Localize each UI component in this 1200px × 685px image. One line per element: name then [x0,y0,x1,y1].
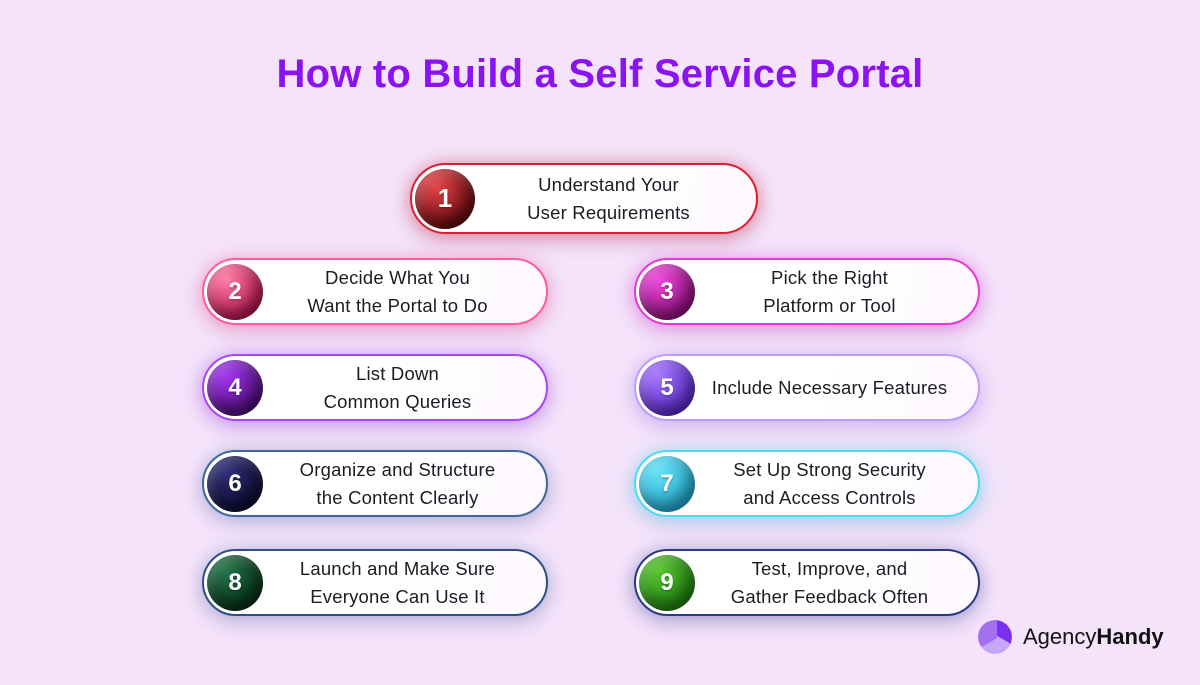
step-number-badge: 6 [207,455,263,512]
step-number: 9 [660,568,674,596]
step-number-badge: 9 [639,554,695,611]
step-pill-6: 6 Organize and Structure the Content Cle… [202,450,548,517]
step-number-badge: 5 [639,359,695,416]
step-number: 5 [660,373,674,401]
brand-name: AgencyHandy [1023,624,1164,649]
step-label: Set Up Strong Security and Access Contro… [733,458,926,508]
step-number-badge: 4 [207,359,263,416]
step-number-badge: 7 [639,455,695,512]
step-number: 1 [437,183,453,213]
step-pill-3: 3 Pick the Right Platform or Tool [634,258,980,325]
step-number-badge: 2 [207,263,263,320]
step-pill-5: 5 Include Necessary Features [634,354,980,421]
step-number: 8 [228,568,242,596]
step-label: Decide What You Want the Portal to Do [307,266,488,316]
step-number: 4 [228,373,242,401]
step-pill-7: 7 Set Up Strong Security and Access Cont… [634,450,980,517]
step-label: Test, Improve, and Gather Feedback Often [730,557,929,607]
agencyhandy-swirl-icon [978,620,1012,654]
step-number-badge: 1 [415,168,475,229]
step-label: Launch and Make Sure Everyone Can Use It [299,557,496,607]
step-pill-4: 4 List Down Common Queries [202,354,548,421]
step-label: Include Necessary Features [711,376,948,398]
page-title: How to Build a Self Service Portal [276,52,924,96]
step-number: 7 [660,469,674,497]
step-label: Pick the Right Platform or Tool [763,266,896,316]
step-number: 6 [228,469,242,497]
step-pill-8: 8 Launch and Make Sure Everyone Can Use … [202,549,548,616]
step-label: Organize and Structure the Content Clear… [299,458,496,508]
brand-logo: AgencyHandy [976,618,1164,656]
step-pill-1: 1 Understand Your User Requirements [410,163,758,234]
step-label: Understand Your User Requirements [527,173,690,223]
step-pill-2: 2 Decide What You Want the Portal to Do [202,258,548,325]
step-number: 2 [228,277,242,305]
step-number: 3 [660,277,674,305]
step-label: List Down Common Queries [323,362,472,412]
step-number-badge: 8 [207,554,263,611]
step-number-badge: 3 [639,263,695,320]
step-pill-9: 9 Test, Improve, and Gather Feedback Oft… [634,549,980,616]
